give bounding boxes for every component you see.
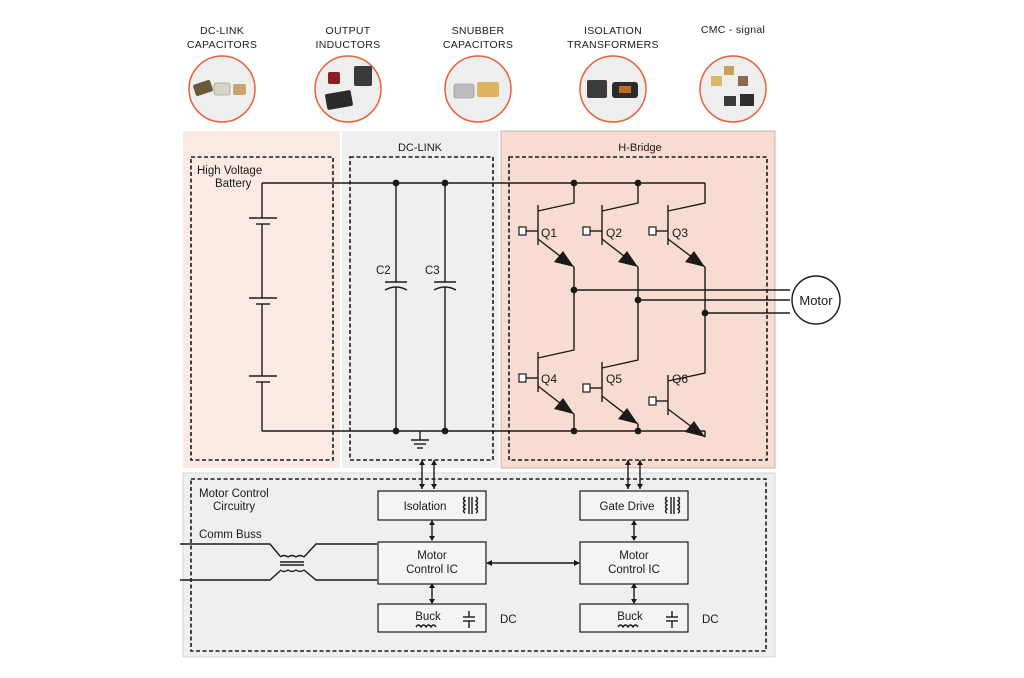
control-label-line1: Motor Control <box>199 488 269 500</box>
dc-link-title: DC-LINK <box>398 142 443 154</box>
battery-symbol <box>249 183 277 431</box>
buck-left-capacitor-icon <box>463 611 475 628</box>
control-dashed-box <box>190 478 767 652</box>
buck-left-label: Buck <box>415 611 441 623</box>
buck-right-label: Buck <box>617 611 643 623</box>
transistor-q1-gate-terminal <box>518 226 527 236</box>
component-label-snubber-line2: CAPACITORS <box>443 39 513 51</box>
transistor-q3-emitter-arrow <box>685 251 705 267</box>
capacitor-parts-icon <box>188 55 256 123</box>
comm-buss-transformer-icon <box>180 543 377 581</box>
h-bridge-title: H-Bridge <box>618 142 661 154</box>
transistor-q3-gate-terminal <box>648 226 657 236</box>
transistor-q1-collector <box>537 183 575 212</box>
transistor-q4-gate-terminal <box>518 373 527 383</box>
ground-icon <box>411 431 429 449</box>
component-label-cmc: CMC - signal <box>701 24 765 36</box>
battery-label-line2: Battery <box>215 178 252 190</box>
transistor-q1-emitter-arrow <box>554 251 574 267</box>
transistor-q4-emitter-arrow <box>554 398 574 414</box>
component-label-dc-link-line1: DC-LINK <box>200 25 244 37</box>
transistor-q2-emitter-arrow <box>618 251 638 267</box>
buck-right-capacitor-icon <box>666 611 678 628</box>
transistor-q6-label: Q6 <box>672 372 688 386</box>
bus-arrows <box>419 460 643 489</box>
battery-label-line1: High Voltage <box>197 165 262 177</box>
motor-control-ic-right-line1: Motor <box>619 550 649 562</box>
h-bridge-dashed-box <box>508 156 768 461</box>
snubber-capacitor-parts-icon <box>444 55 512 123</box>
motor-circle <box>791 275 841 325</box>
inductor-parts-icon <box>314 55 382 123</box>
motor-control-ic-right-line2: Control IC <box>608 564 660 576</box>
gate-drive-transformer-icon <box>664 496 681 514</box>
transistor-q3-label: Q3 <box>672 226 688 240</box>
transistor-q5-emitter-arrow <box>618 408 638 424</box>
component-label-output-line2: INDUCTORS <box>316 39 381 51</box>
buck-left-inductor-icon <box>415 624 437 629</box>
component-labels: DC-LINK CAPACITORS OUTPUT INDUCTORS SNUB… <box>187 24 765 51</box>
motor-control-ic-right <box>579 541 689 585</box>
vertical-link-arrows <box>429 520 637 604</box>
transistor-q6-gate-terminal <box>648 396 657 406</box>
component-label-snubber-line1: SNUBBER <box>452 25 505 37</box>
component-circles <box>188 55 767 123</box>
transistor-q2-collector <box>601 183 639 212</box>
motor-label: Motor <box>799 293 833 308</box>
transistor-q6-emitter-arrow <box>685 421 705 437</box>
motor-control-ic-left-line1: Motor <box>417 550 447 562</box>
transistor-q3-collector <box>667 183 706 212</box>
common-mode-choke-parts-icon <box>699 55 767 123</box>
transistor-q4-collector <box>537 330 575 359</box>
component-label-isolation-line2: TRANSFORMERS <box>567 39 659 51</box>
isolation-label: Isolation <box>404 501 447 513</box>
capacitor-c2 <box>384 183 408 431</box>
buck-block-right <box>579 603 689 633</box>
control-label-line2: Circuitry <box>213 501 255 513</box>
buck-right-inductor-icon <box>617 624 639 629</box>
transistor-q6-collector <box>667 353 706 382</box>
capacitor-c3-label: C3 <box>425 265 440 277</box>
dc-left-label: DC <box>500 614 517 626</box>
capacitor-c3 <box>433 183 457 431</box>
component-label-output-line1: OUTPUT <box>326 25 371 37</box>
motor-control-ic-left-line2: Control IC <box>406 564 458 576</box>
component-label-dc-link-line2: CAPACITORS <box>187 39 257 51</box>
transistor-q5-gate-terminal <box>582 383 591 393</box>
transistor-q4-label: Q4 <box>541 372 557 386</box>
transistor-q5-label: Q5 <box>606 372 622 386</box>
isolation-transformer-icon <box>462 496 479 514</box>
dc-link-section-bg <box>342 131 499 468</box>
transistor-q1-label: Q1 <box>541 226 557 240</box>
gate-drive-label: Gate Drive <box>600 501 655 513</box>
comm-buss-label: Comm Buss <box>199 529 262 541</box>
transistor-q2-label: Q2 <box>606 226 622 240</box>
transistor-group <box>518 183 706 438</box>
capacitor-c2-label: C2 <box>376 265 391 277</box>
buck-block-left <box>377 603 487 633</box>
transistor-q2-gate-terminal <box>582 226 591 236</box>
junction-dots <box>392 179 709 435</box>
component-label-isolation-line1: ISOLATION <box>584 25 642 37</box>
battery-dashed-box <box>190 156 334 461</box>
transformer-parts-icon <box>579 55 647 123</box>
dc-right-label: DC <box>702 614 719 626</box>
motor-control-ic-left <box>377 541 487 585</box>
transistor-q5-collector <box>601 340 639 369</box>
